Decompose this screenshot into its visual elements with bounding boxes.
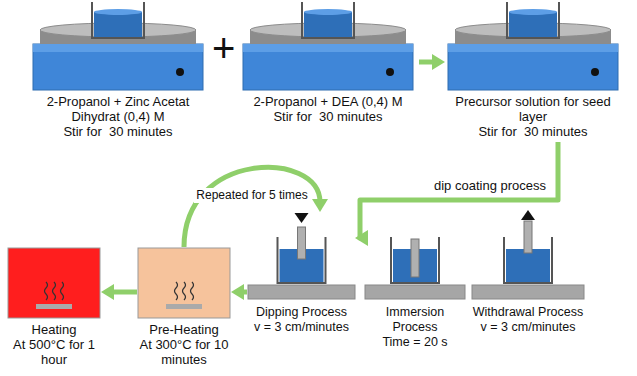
edge-label: dip coating process bbox=[432, 178, 548, 193]
step-detail: At 300°C for 10 minutes bbox=[138, 337, 230, 367]
step-detail: Stir for 30 minutes bbox=[443, 124, 623, 139]
edge-label: Repeated for 5 times bbox=[194, 188, 309, 203]
flow-arrow bbox=[231, 284, 247, 300]
step-name: Precursor solution for seed layer bbox=[443, 94, 623, 124]
furnace-box: HeatingAt 500°C for 1 hour bbox=[8, 248, 100, 367]
step-illustration bbox=[8, 248, 100, 322]
step-illustration bbox=[238, 0, 418, 94]
step-name: Immersion Process bbox=[365, 305, 465, 335]
step-name: Withdrawal Process bbox=[472, 305, 584, 320]
magnetic-stirrer: 2-Propanol + DEA (0,4) MStir for 30 minu… bbox=[238, 0, 418, 124]
step-detail: At 500°C for 1 hour bbox=[8, 337, 100, 367]
magnetic-stirrer: 2-Propanol + Zinc Acetat Dihydrat (0,4) … bbox=[28, 0, 208, 139]
dip-coater-step: Immersion ProcessTime = 20 s bbox=[365, 213, 465, 350]
step-name: Pre-Heating bbox=[138, 322, 230, 337]
step-detail: Time = 20 s bbox=[365, 335, 465, 350]
step-illustration bbox=[365, 213, 465, 305]
step-illustration bbox=[248, 213, 355, 305]
dip-coater-step: Withdrawal Processv = 3 cm/minutes bbox=[472, 213, 584, 335]
step-detail: Stir for 30 minutes bbox=[238, 109, 418, 124]
step-illustration bbox=[138, 248, 230, 322]
step-illustration bbox=[472, 213, 584, 305]
step-detail: Stir for 30 minutes bbox=[28, 124, 208, 139]
flow-arrow bbox=[184, 167, 328, 247]
plus-sign: + bbox=[212, 28, 235, 68]
step-detail: v = 3 cm/minutes bbox=[472, 320, 584, 335]
step-name: Dipping Process bbox=[248, 305, 355, 320]
step-name: 2-Propanol + DEA (0,4) M bbox=[238, 94, 418, 109]
furnace-box: Pre-HeatingAt 300°C for 10 minutes bbox=[138, 248, 230, 367]
dip-coater-step: Dipping Processv = 3 cm/minutes bbox=[248, 213, 355, 335]
step-name: Heating bbox=[8, 322, 100, 337]
step-detail: v = 3 cm/minutes bbox=[248, 320, 355, 335]
step-illustration bbox=[443, 0, 623, 94]
step-illustration bbox=[28, 0, 208, 94]
flow-arrow bbox=[419, 54, 445, 70]
step-name: 2-Propanol + Zinc Acetat Dihydrat (0,4) … bbox=[28, 94, 208, 124]
flow-arrow bbox=[101, 284, 137, 300]
magnetic-stirrer: Precursor solution for seed layerStir fo… bbox=[443, 0, 623, 139]
